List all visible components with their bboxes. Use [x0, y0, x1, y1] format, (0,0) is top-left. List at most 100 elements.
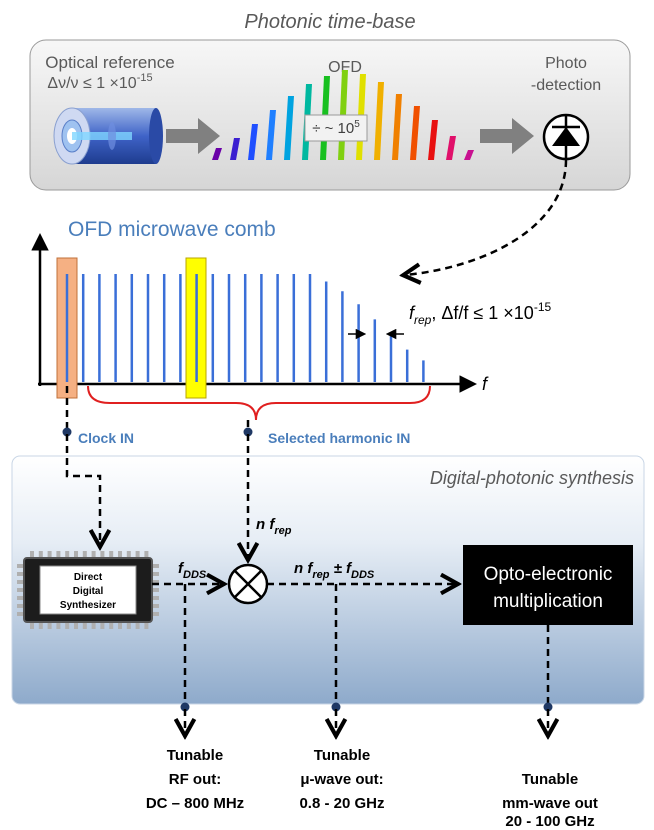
frep-stability-label: frep, Δf/f ≤ 1 ×10-15: [409, 300, 551, 327]
chip-pin: [30, 622, 34, 629]
chip-pin: [17, 588, 24, 592]
fdds-label: fDDS: [178, 560, 207, 581]
uwave-output-line-1: Tunable: [314, 747, 370, 764]
dds-chip-label-1: Direct: [74, 572, 103, 583]
uwave-output-label: Tunable μ-wave out: 0.8 - 20 GHz: [299, 747, 384, 812]
chip-pin: [91, 551, 96, 558]
ofd-spectral-line: [428, 120, 438, 160]
digital-photonic-synthesis-panel: [11, 455, 645, 705]
chip-pin: [109, 551, 114, 558]
ofd-spectral-line: [446, 136, 456, 160]
chip-pin: [74, 551, 78, 558]
chip-pin: [91, 622, 96, 629]
optical-cavity-icon: [53, 107, 163, 165]
chip-pin: [100, 551, 105, 558]
optical-reference-label: Optical reference: [45, 53, 174, 72]
chip-pin: [135, 551, 140, 558]
chip-pin: [100, 622, 105, 629]
chip-pin: [74, 622, 78, 629]
rf-output-label: Tunable RF out: DC – 800 MHz: [146, 747, 244, 812]
dds-chip-label-3: Synthesizer: [60, 600, 116, 611]
chip-pin: [152, 604, 159, 608]
chip-pin: [47, 622, 52, 629]
ofd-spectral-line: [266, 110, 276, 160]
chip-pin: [56, 551, 61, 558]
photodetection-label-1: Photo: [545, 55, 587, 72]
ofd-spectral-line: [464, 150, 474, 160]
mmwave-output-line-1: Tunable: [522, 771, 578, 788]
division-factor: ÷ ~ 105: [312, 119, 360, 137]
selected-harmonic-label: Selected harmonic IN: [268, 430, 410, 446]
ofd-label: OFD: [328, 59, 362, 76]
synthesis-title: Digital-photonic synthesis: [430, 468, 634, 488]
oe-box-label-1: Opto-electronic: [484, 564, 613, 585]
uwave-output-line-2: μ-wave out:: [300, 771, 383, 788]
chip-pin: [38, 551, 43, 558]
optical-reference-stability: Δν/ν ≤ 1 ×10-15: [47, 72, 152, 92]
chip-pin: [109, 622, 114, 629]
arrow-ofd-to-photodetector: [480, 118, 534, 154]
ofd-spectral-line: [248, 124, 258, 160]
ofd-spectral-line: [230, 138, 240, 160]
comb-title: OFD microwave comb: [68, 218, 276, 241]
comb-teeth: [65, 274, 425, 382]
mmwave-output-line-2: mm-wave out: [502, 795, 598, 812]
mmwave-output-line-3: 20 - 100 GHz: [505, 813, 594, 830]
ofd-spectral-line: [284, 96, 294, 160]
chip-pin: [38, 622, 43, 629]
uwave-output-line-3: 0.8 - 20 GHz: [299, 795, 384, 812]
mixer-icon: [227, 563, 269, 605]
chip-pin: [152, 612, 159, 616]
chip-pin: [152, 564, 159, 568]
chip-pin: [152, 580, 159, 584]
chip-pin: [47, 551, 52, 558]
chip-pin: [56, 622, 61, 629]
chip-pin: [152, 596, 159, 600]
detector-to-comb-arrow: [405, 159, 568, 275]
ofd-spectral-line: [392, 94, 402, 160]
chip-pin: [17, 572, 24, 576]
ofd-spectral-line: [374, 82, 384, 160]
dds-chip: Direct Digital Synthesizer: [17, 551, 159, 629]
chip-pin: [118, 622, 122, 629]
chip-pin: [144, 622, 149, 629]
rf-output-line-3: DC – 800 MHz: [146, 795, 244, 812]
photodiode-icon: [542, 113, 590, 161]
mmwave-out-node: [543, 702, 553, 712]
chip-pin: [17, 596, 24, 600]
photodetection-label-2: -detection: [531, 77, 601, 94]
chip-pin: [118, 551, 122, 558]
chip-pin: [17, 604, 24, 608]
chip-pin: [152, 572, 159, 576]
chip-pin: [17, 564, 24, 568]
chip-pin: [65, 551, 70, 558]
division-factor-box: ÷ ~ 105: [304, 114, 368, 142]
clock-to-dds-arrow: [65, 434, 100, 545]
chip-pin: [126, 551, 131, 558]
frequency-axis-label: f: [482, 374, 489, 394]
arrow-cavity-to-ofd: [166, 118, 220, 154]
rf-output-line-2: RF out:: [169, 771, 221, 788]
uwave-out-node: [331, 702, 341, 712]
chip-pin: [144, 551, 149, 558]
chip-pin: [17, 612, 24, 616]
n-frep-label: n frep: [256, 516, 292, 537]
rf-out-node: [180, 702, 190, 712]
mmwave-output-label: Tunable mm-wave out 20 - 100 GHz: [502, 771, 598, 830]
oe-box-label-2: multiplication: [493, 591, 603, 612]
chip-pin: [82, 551, 87, 558]
opto-electronic-box: [463, 545, 633, 625]
clock-in-label: Clock IN: [78, 430, 134, 446]
chip-pin: [82, 622, 87, 629]
clock-in-node: [62, 427, 72, 437]
harmonic-in-node: [243, 427, 253, 437]
ofd-spectral-line: [410, 106, 420, 160]
chip-pin: [30, 551, 34, 558]
chip-pin: [17, 580, 24, 584]
dds-chip-label-2: Digital: [73, 586, 104, 597]
ofd-spectral-line: [212, 148, 222, 160]
chip-pin: [135, 622, 140, 629]
selected-harmonics-brace: [87, 385, 431, 421]
rf-output-line-1: Tunable: [167, 747, 223, 764]
